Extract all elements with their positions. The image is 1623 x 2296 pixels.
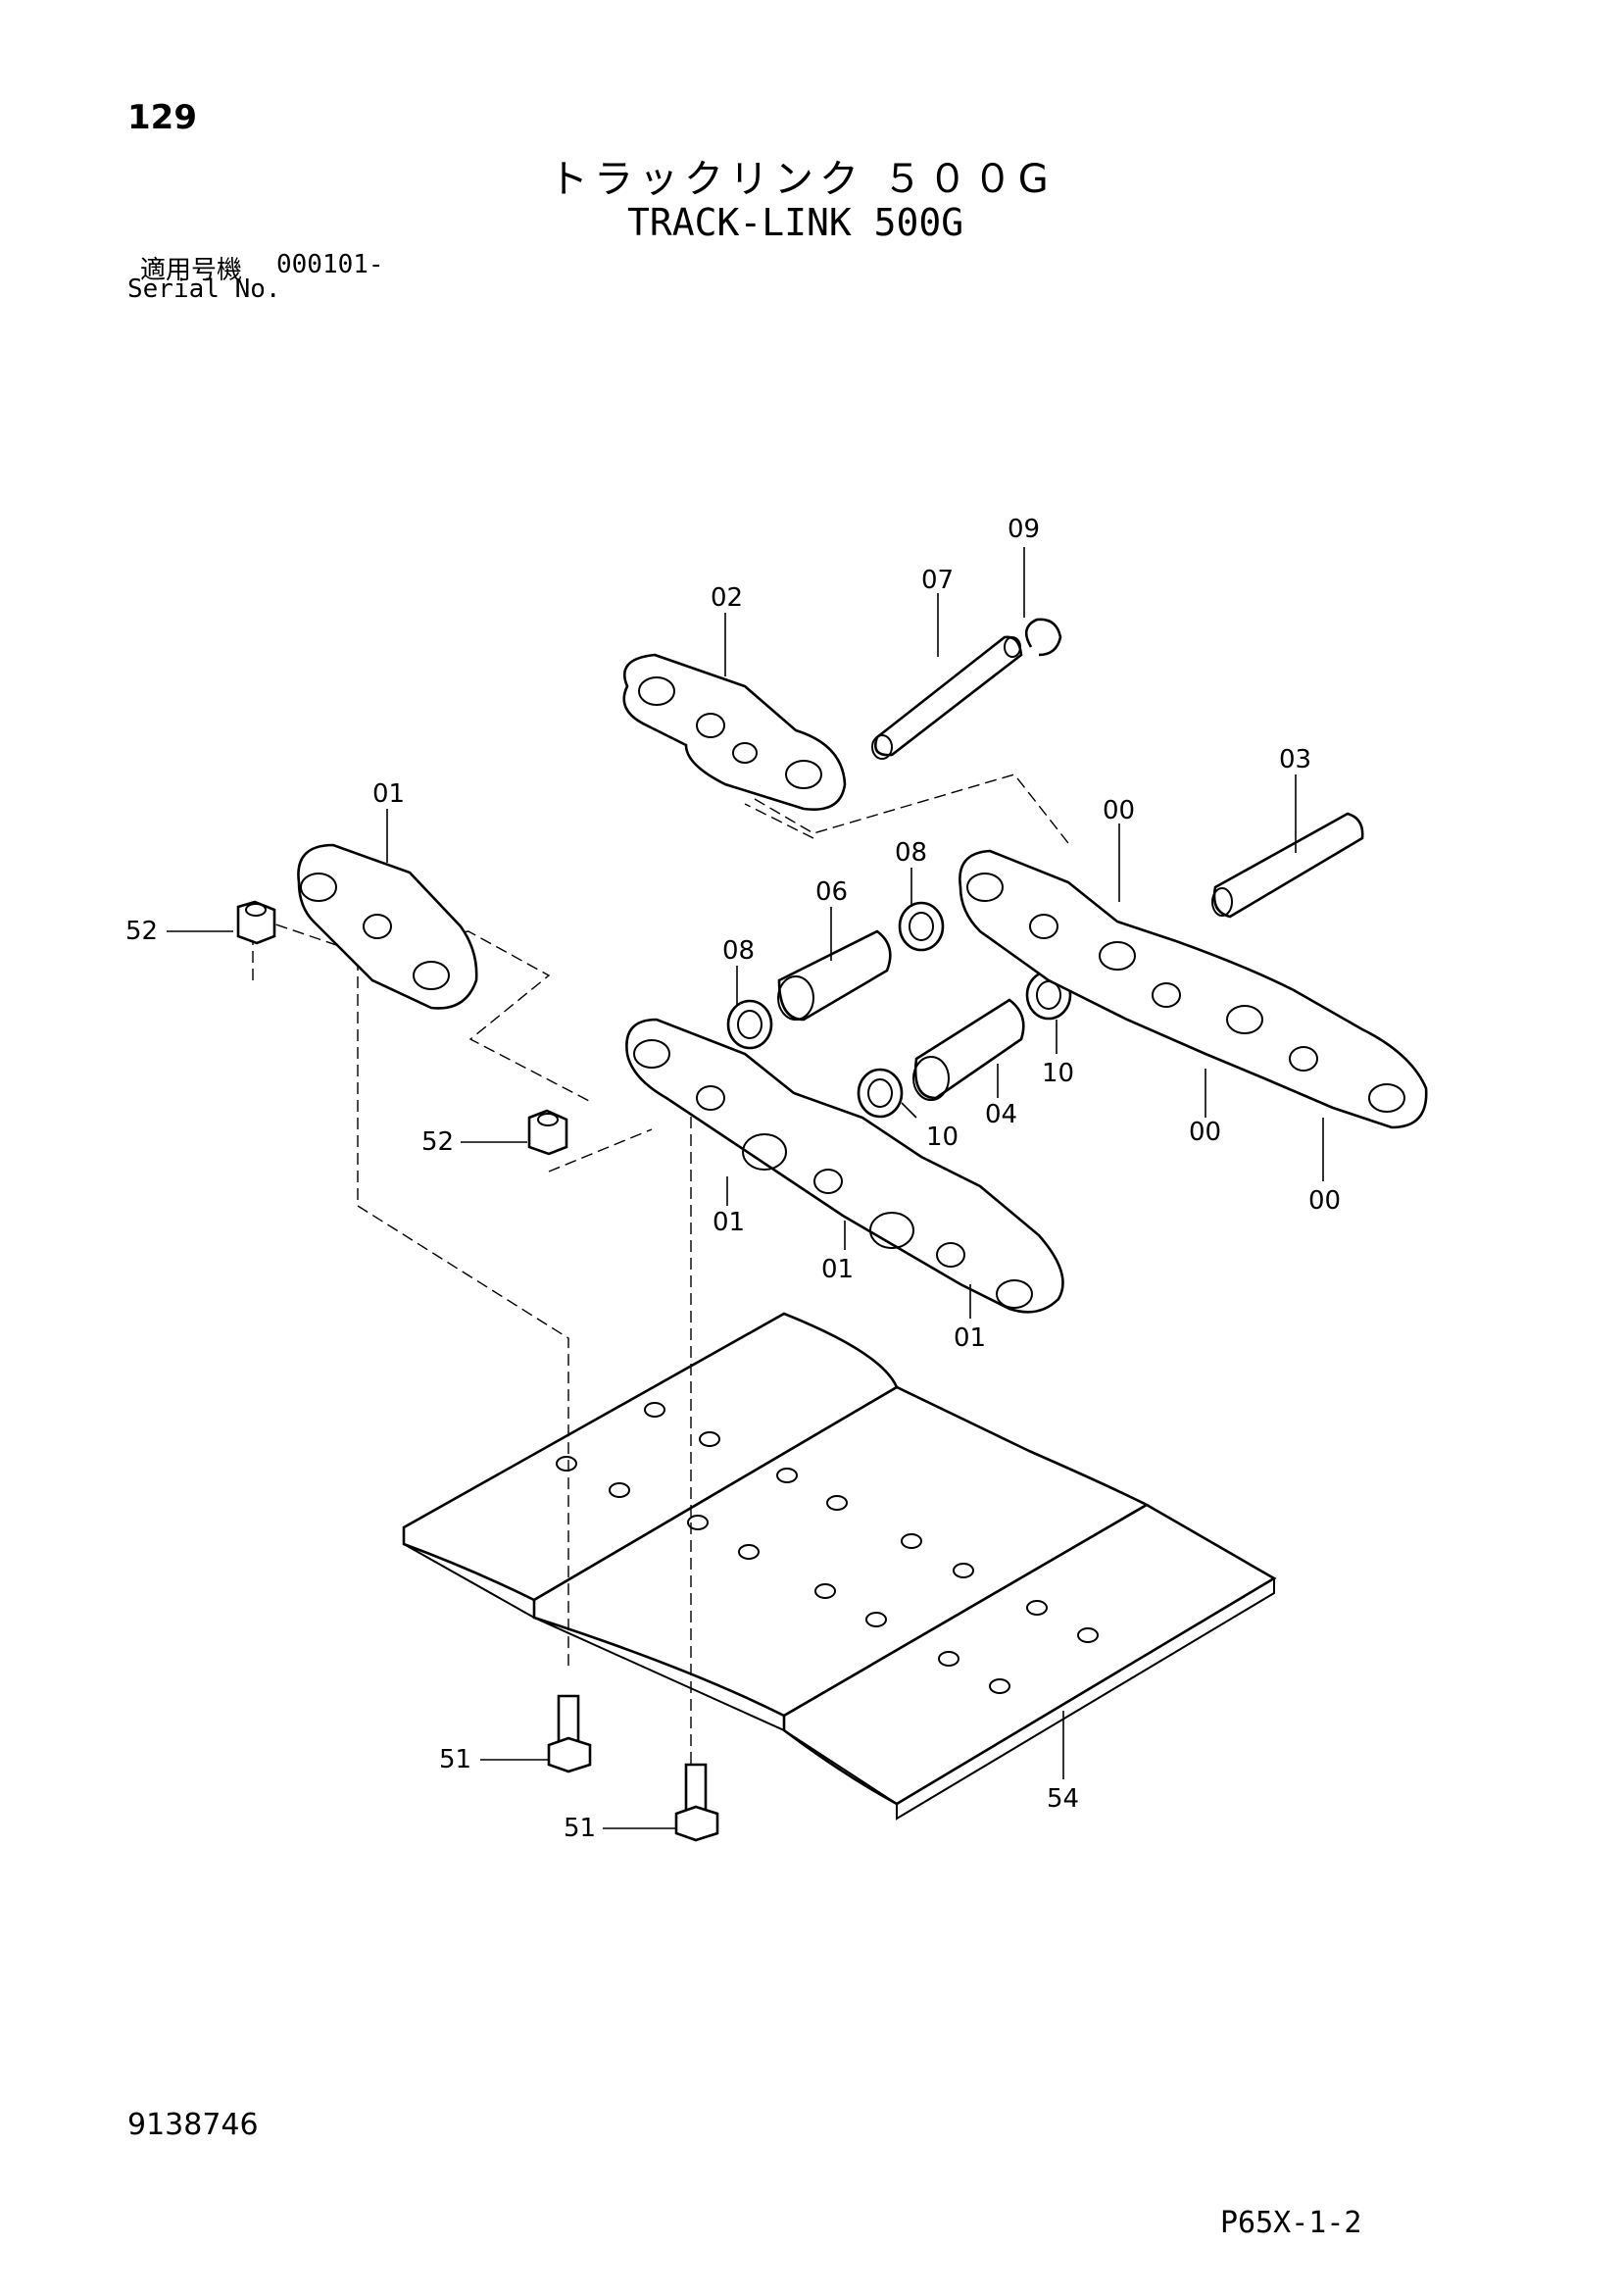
page-number: 129: [127, 98, 197, 137]
callout-01-b: 01: [821, 1255, 854, 1284]
shoe-bolt-51-right: [674, 1763, 719, 1842]
callout-52-upper: 52: [125, 917, 158, 946]
serial-label-japanese: 適用号機: [140, 256, 243, 285]
callout-01-a: 01: [713, 1208, 745, 1237]
track-link-01-upper: [297, 843, 478, 1010]
serial-label-english: Serial No.: [127, 275, 281, 304]
track-pin-07: [871, 635, 1023, 760]
title-english: TRACK-LINK 500G: [627, 201, 964, 244]
shoe-bolt-holes: [556, 1402, 1099, 1694]
callout-54: 54: [1047, 1784, 1079, 1814]
nut-52-middle: [527, 1109, 568, 1156]
callout-08-right: 08: [895, 838, 927, 868]
seal-08-left: [726, 999, 773, 1050]
bushing-04: [912, 998, 1025, 1101]
track-shoe-assembly: [402, 1312, 1277, 1821]
callout-00-lower: 00: [1308, 1186, 1341, 1216]
callout-01-upper: 01: [372, 779, 405, 809]
assembly-guide-lines: [252, 774, 1069, 1823]
callout-00-middle: 00: [1189, 1118, 1221, 1147]
callout-52-middle: 52: [421, 1127, 454, 1157]
page-code: P65X-1-2: [1220, 2206, 1362, 2240]
callout-leader-lines: [167, 547, 1324, 1829]
title-japanese: トラックリンク ５００G: [549, 157, 1055, 202]
track-links-00-chain: [959, 849, 1428, 1129]
callout-08-left: 08: [722, 936, 755, 966]
callout-03: 03: [1279, 745, 1311, 774]
track-shoe-plate-2: [532, 1385, 1150, 1718]
document-number: 9138746: [127, 2108, 259, 2142]
nut-52-upper: [236, 900, 276, 945]
track-link-02: [622, 653, 847, 812]
callout-10-right: 10: [1042, 1059, 1074, 1088]
callout-00-upper: 00: [1103, 796, 1135, 825]
callout-10-left: 10: [926, 1123, 959, 1152]
seal-08-right: [898, 901, 945, 952]
callout-09: 09: [1008, 515, 1040, 544]
callout-07: 07: [921, 566, 954, 595]
bushing-06: [777, 929, 892, 1022]
seal-10-left: [857, 1068, 904, 1119]
callout-labels: 09 07 02 03 01 00 08 06 52 08 10 10 04 0…: [125, 515, 1341, 1843]
callout-01-c: 01: [954, 1323, 986, 1353]
callout-51-left: 51: [439, 1745, 471, 1774]
track-links-01-chain: [625, 1018, 1064, 1314]
callout-04: 04: [985, 1100, 1017, 1129]
serial-range: 000101-: [276, 250, 384, 279]
callout-02: 02: [711, 583, 743, 613]
snap-ring-09: [1024, 618, 1062, 657]
shoe-bolt-51-left: [547, 1694, 592, 1773]
callout-06: 06: [815, 877, 848, 907]
callout-51-right: 51: [564, 1814, 596, 1843]
track-pin-03: [1211, 812, 1364, 919]
